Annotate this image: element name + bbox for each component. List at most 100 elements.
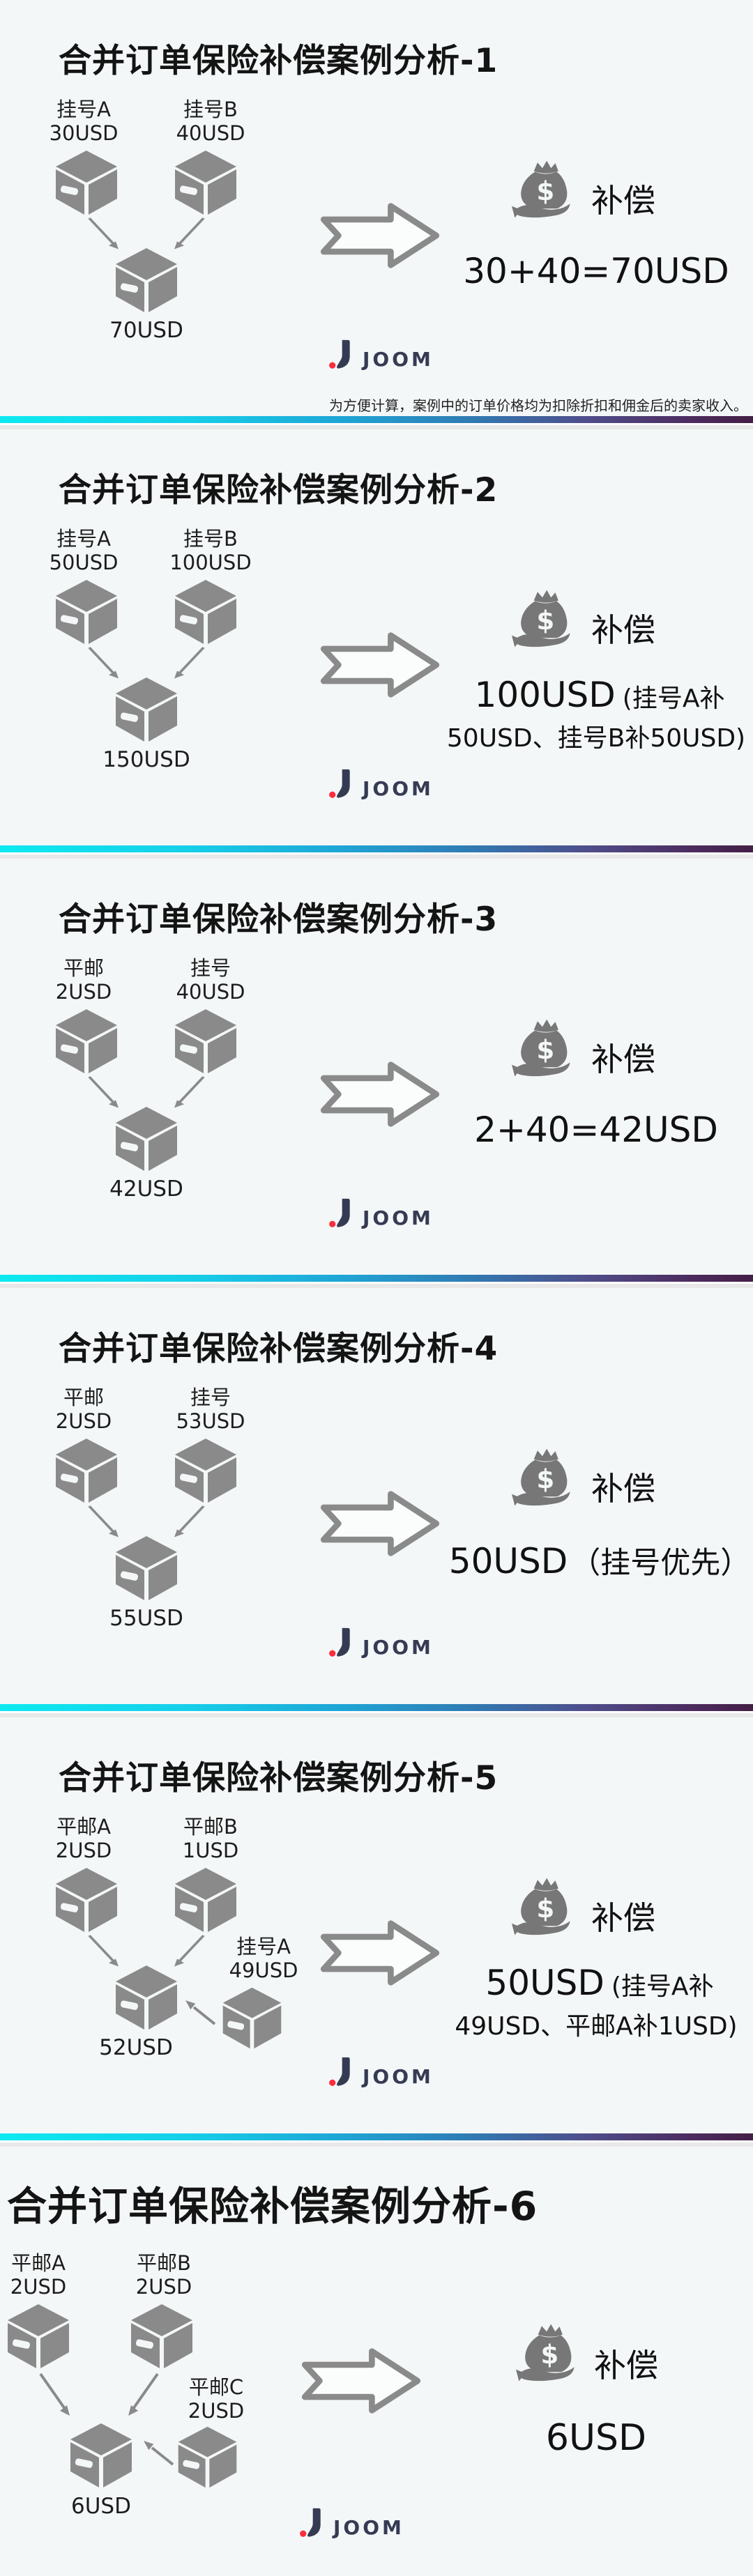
money-bag-icon: [516, 2322, 577, 2384]
package-box-icon: [52, 1436, 121, 1505]
package-label-price: 40USD: [176, 980, 245, 1004]
merged-package-box-icon: [66, 2421, 136, 2490]
joom-logo: JOOM: [300, 2508, 404, 2538]
package-label: 挂号 40USD: [151, 956, 270, 1004]
merged-package-label: 6USD: [71, 2494, 131, 2519]
money-bag-icon: [512, 1447, 573, 1508]
joom-logo-text: JOOM: [363, 348, 434, 371]
package-label-name: 平邮A: [56, 1815, 111, 1839]
compensation-label: 补偿: [591, 1899, 655, 1937]
package-label-price: 40USD: [176, 121, 245, 145]
slide-title: 合并订单保险补偿案例分析-5: [59, 1759, 499, 1797]
result-amount: 100USD: [474, 675, 616, 715]
package-label: 平邮A 2USD: [24, 1815, 143, 1862]
slide: 合并订单保险补偿案例分析-2 挂号A 50USD 挂号B 100USD 150U…: [0, 429, 753, 859]
package-box-icon: [219, 1985, 285, 2051]
package-label: 挂号A 50USD: [24, 527, 143, 574]
joom-j-icon: [329, 1627, 353, 1658]
package-label-price: 2USD: [135, 2275, 192, 2299]
slide-title: 合并订单保险补偿案例分析-6: [7, 2184, 538, 2230]
result-detail: (挂号A补: [622, 684, 725, 713]
compensation-result: 50USD（挂号优先）: [446, 1539, 753, 1582]
compensation-result: 2+40=42USD: [446, 1110, 753, 1150]
package-box-icon: [3, 2301, 73, 2371]
package-label-name: 挂号A: [56, 98, 111, 121]
compensation-result: 30+40=70USD: [446, 251, 753, 291]
package-label: 平邮A 2USD: [0, 2251, 98, 2299]
merged-package-box-icon: [112, 1533, 181, 1603]
joom-logo: JOOM: [329, 2057, 434, 2087]
divider-gradient-bar: [0, 845, 753, 854]
merged-package-label: 42USD: [109, 1176, 183, 1202]
package-label-price: 49USD: [229, 1958, 298, 1982]
package-label-price: 1USD: [182, 1839, 239, 1862]
package-label: 平邮C 2USD: [157, 2375, 275, 2423]
slide-content: 合并订单保险补偿案例分析-5 平邮A 2USD 平邮B 1USD 挂号A 49U…: [0, 1717, 753, 2133]
package-label-name: 挂号B: [183, 98, 238, 121]
merge-arrow-icon: [178, 1993, 220, 2028]
compensation-result: 100USD(挂号A补: [446, 675, 753, 715]
slide-title: 合并订单保险补偿案例分析-3: [59, 900, 499, 939]
slide-content: 合并订单保险补偿案例分析-6 平邮A 2USD 平邮B 2USD 平邮C 2US…: [0, 2147, 753, 2576]
package-label-name: 挂号A: [236, 1935, 291, 1958]
slide: 合并订单保险补偿案例分析-4 平邮 2USD 挂号 53USD 55USD 补偿…: [0, 1288, 753, 1717]
package-box-icon: [171, 577, 241, 647]
footnote: 为方便计算，案例中的订单价格均为扣除折扣和佣金后的卖家收入。: [329, 397, 747, 414]
package-label-price: 2USD: [55, 980, 112, 1004]
joom-j-icon: [300, 2508, 324, 2538]
slide: 合并订单保险补偿案例分析-3 平邮 2USD 挂号 40USD 42USD 补偿…: [0, 859, 753, 1288]
right-arrow-icon: [317, 1489, 443, 1558]
package-box-icon: [171, 1006, 241, 1076]
joom-j-icon: [329, 2057, 353, 2087]
package-box-icon: [171, 148, 241, 217]
merged-package-box-icon: [112, 1963, 181, 2032]
compensation-label: 补偿: [591, 182, 655, 220]
slide-content: 合并订单保险补偿案例分析-4 平邮 2USD 挂号 53USD 55USD 补偿…: [0, 1288, 753, 1704]
package-label-name: 平邮: [63, 1386, 104, 1409]
compensation-label: 补偿: [591, 1470, 655, 1508]
package-label: 挂号 53USD: [151, 1386, 270, 1433]
right-arrow-icon: [317, 201, 443, 270]
package-label-name: 挂号B: [183, 527, 238, 551]
package-label-price: 2USD: [10, 2275, 67, 2299]
result-amount: 2+40=42USD: [474, 1110, 718, 1150]
package-label: 挂号B 100USD: [151, 527, 270, 574]
slide-content: 合并订单保险补偿案例分析-1 挂号A 30USD 挂号B 40USD 70USD…: [0, 0, 753, 416]
result-amount: 6USD: [545, 2417, 647, 2459]
compensation-label: 补偿: [591, 611, 655, 649]
package-box-icon: [52, 1865, 121, 1935]
compensation-result-line2: 49USD、平邮A补1USD): [455, 2012, 738, 2041]
money-bag-icon: [512, 1876, 573, 1938]
merged-package-box-icon: [112, 1104, 181, 1174]
compensation-label: 补偿: [594, 2347, 658, 2384]
right-arrow-icon: [317, 1918, 443, 1988]
slide-title: 合并订单保险补偿案例分析-4: [59, 1330, 499, 1368]
compensation-result: 50USD(挂号A补: [446, 1963, 753, 2003]
joom-logo: JOOM: [329, 1198, 434, 1229]
money-bag-icon: [512, 159, 573, 220]
package-label-price: 50USD: [49, 551, 119, 574]
divider-gradient-bar: [0, 2133, 753, 2142]
divider-gradient-bar: [0, 416, 753, 425]
merge-arrow-icon: [36, 2371, 78, 2420]
package-box-icon: [52, 148, 121, 217]
right-arrow-icon: [317, 1059, 443, 1129]
joom-logo: JOOM: [329, 339, 434, 370]
package-label: 平邮B 1USD: [151, 1815, 270, 1862]
joom-logo-text: JOOM: [363, 1206, 434, 1229]
package-label-name: 平邮B: [137, 2251, 191, 2275]
package-label-price: 53USD: [176, 1409, 245, 1433]
package-label-price: 2USD: [55, 1409, 112, 1433]
joom-j-icon: [329, 1198, 353, 1229]
package-box-icon: [127, 2301, 197, 2371]
package-label: 挂号A 30USD: [24, 98, 143, 145]
merged-package-box-icon: [112, 675, 181, 744]
merged-package-label: 150USD: [102, 747, 190, 772]
joom-logo-text: JOOM: [363, 777, 434, 800]
package-label-price: 2USD: [55, 1839, 112, 1862]
package-label: 平邮 2USD: [24, 1386, 143, 1433]
result-detail: (挂号A补: [611, 1972, 714, 2001]
package-label: 挂号B 40USD: [151, 98, 270, 145]
package-label-name: 平邮B: [183, 1815, 238, 1839]
package-box-icon: [52, 577, 121, 647]
